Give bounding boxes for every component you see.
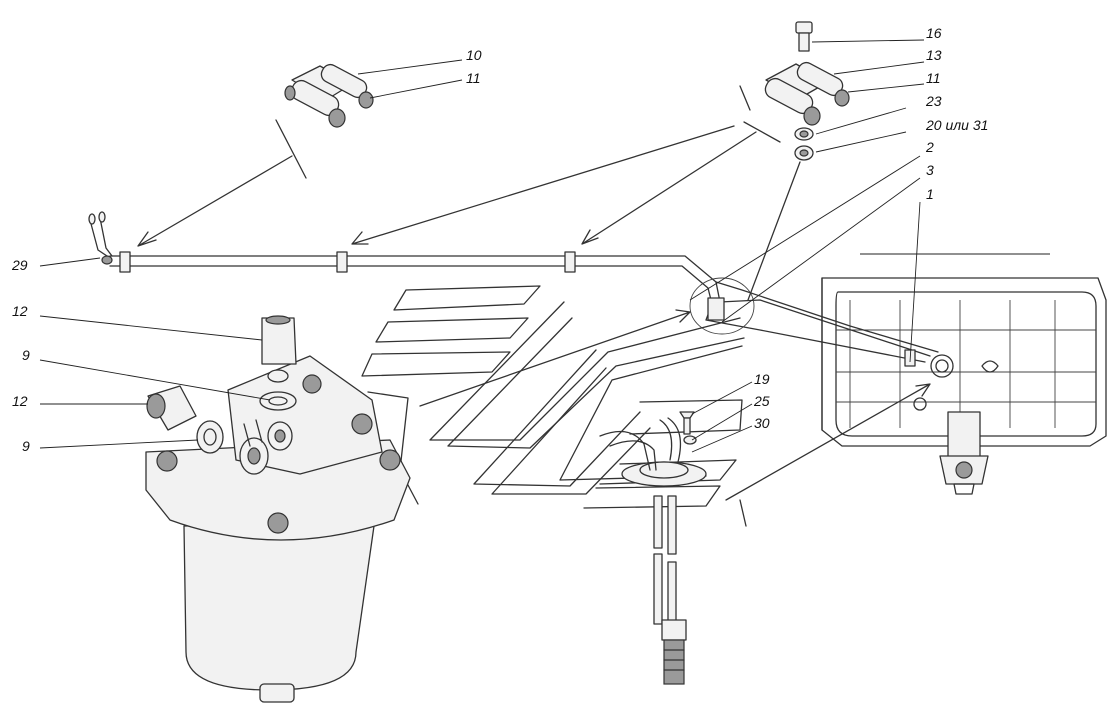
fuel-filter: [145, 315, 411, 703]
callout-11: 11: [926, 70, 941, 86]
callout-16: 16: [926, 25, 942, 41]
callout-19: 19: [754, 371, 770, 387]
callout-29: 29: [11, 257, 28, 273]
callout-11: 11: [466, 70, 481, 86]
callout-12: 12: [12, 303, 28, 319]
callout-20-or-31: 20 или 31: [925, 117, 988, 133]
callout-3: 3: [926, 162, 934, 178]
callout-9: 9: [22, 438, 30, 454]
callout-25: 25: [753, 393, 770, 409]
installation-arrows: [137, 85, 931, 527]
leader-lines: [39, 39, 925, 453]
callout-13: 13: [926, 47, 942, 63]
fuel-intake: [599, 411, 707, 685]
fuel-tubes: [88, 211, 939, 367]
callout-labels: 10 11 16 13 11 23 20 или 31 2 3 1 29 12 …: [11, 25, 988, 454]
callout-9: 9: [22, 347, 30, 363]
callout-12: 12: [12, 393, 28, 409]
clip-pair-left: [284, 63, 374, 128]
fuel-tank: [821, 253, 1107, 495]
callout-30: 30: [754, 415, 770, 431]
callout-10: 10: [466, 47, 482, 63]
callout-2: 2: [925, 139, 934, 155]
callout-23: 23: [925, 93, 942, 109]
callout-1: 1: [926, 186, 934, 202]
clip-pair-right: [764, 21, 850, 161]
